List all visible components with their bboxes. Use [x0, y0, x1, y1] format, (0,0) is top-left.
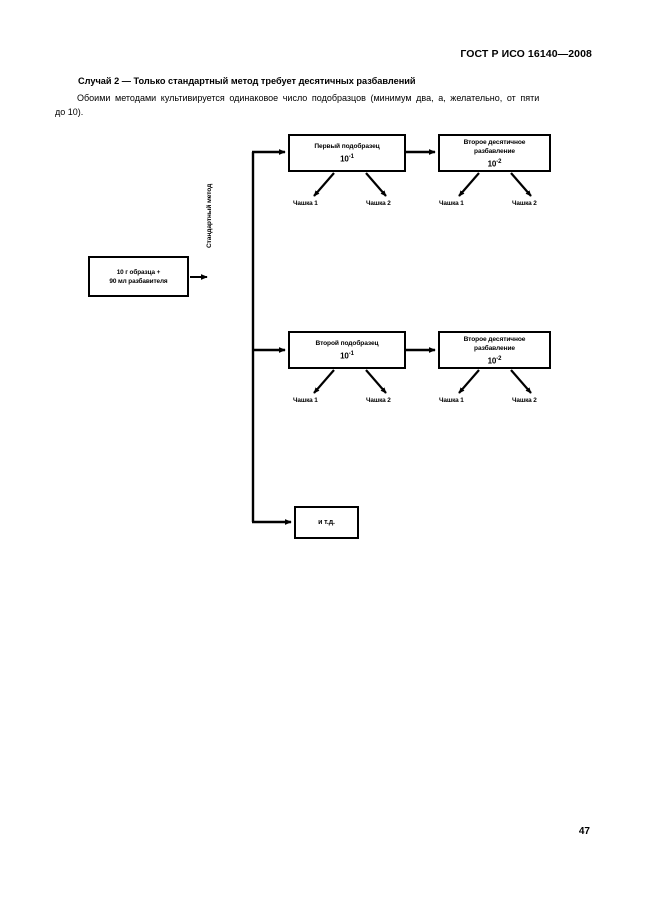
- branch-label-standard-method: Стандартный метод: [206, 183, 213, 248]
- dilution-base: 10: [340, 154, 349, 164]
- dilution-value: 10-1: [340, 350, 354, 361]
- node-second-decimal-dilution-row2: Второе десятичное разбавление 10-2: [438, 331, 551, 369]
- node-title-line-1: Второе десятичное: [463, 138, 526, 146]
- node-title-line-2: разбавление: [474, 147, 515, 155]
- dilution-exponent: -2: [496, 158, 502, 165]
- body-paragraph: Обоими методами культивируется одинаково…: [55, 91, 580, 119]
- dilution-exponent: -1: [348, 351, 354, 358]
- paragraph-line-1: Обоими методами культивируется одинаково…: [77, 93, 540, 103]
- sample-line-2: 90 мл разбавителя: [109, 277, 168, 285]
- node-title: Первый подобразец: [314, 143, 380, 151]
- node-title-line-1: Второе десятичное: [463, 335, 526, 343]
- dilution-base: 10: [340, 351, 349, 361]
- document-header: ГОСТ Р ИСО 16140—2008: [460, 48, 592, 60]
- node-sample-box: 10 г образца + 90 мл разбавителя: [88, 256, 189, 297]
- node-etc: и т.д.: [294, 506, 359, 539]
- node-first-subsample: Первый подобразец 10-1: [288, 134, 406, 172]
- dish-label: Чашка 1: [439, 397, 464, 404]
- dish-label: Чашка 1: [293, 397, 318, 404]
- dilution-value: 10-1: [340, 153, 354, 164]
- dilution-exponent: -1: [348, 154, 354, 161]
- dish-label: Чашка 2: [366, 397, 391, 404]
- dilution-exponent: -2: [496, 355, 502, 362]
- dilution-base: 10: [487, 356, 497, 366]
- node-title-line-2: разбавление: [474, 344, 515, 352]
- dilution-value: 10-2: [488, 158, 502, 169]
- dish-label: Чашка 1: [293, 200, 318, 207]
- case-heading: Случай 2 — Только стандартный метод треб…: [78, 76, 416, 86]
- dilution-base: 10: [487, 159, 497, 169]
- dish-label: Чашка 2: [512, 200, 537, 207]
- node-title: Второй подобразец: [315, 340, 379, 348]
- node-second-decimal-dilution-row1: Второе десятичное разбавление 10-2: [438, 134, 551, 172]
- sample-line-1: 10 г образца +: [116, 268, 161, 276]
- dish-label: Чашка 1: [439, 200, 464, 207]
- dish-label: Чашка 2: [366, 200, 391, 207]
- dish-label: Чашка 2: [512, 397, 537, 404]
- page-number: 47: [578, 826, 590, 837]
- paragraph-line-2: до 10).: [55, 107, 84, 117]
- node-second-subsample: Второй подобразец 10-1: [288, 331, 406, 369]
- dilution-value: 10-2: [488, 355, 502, 366]
